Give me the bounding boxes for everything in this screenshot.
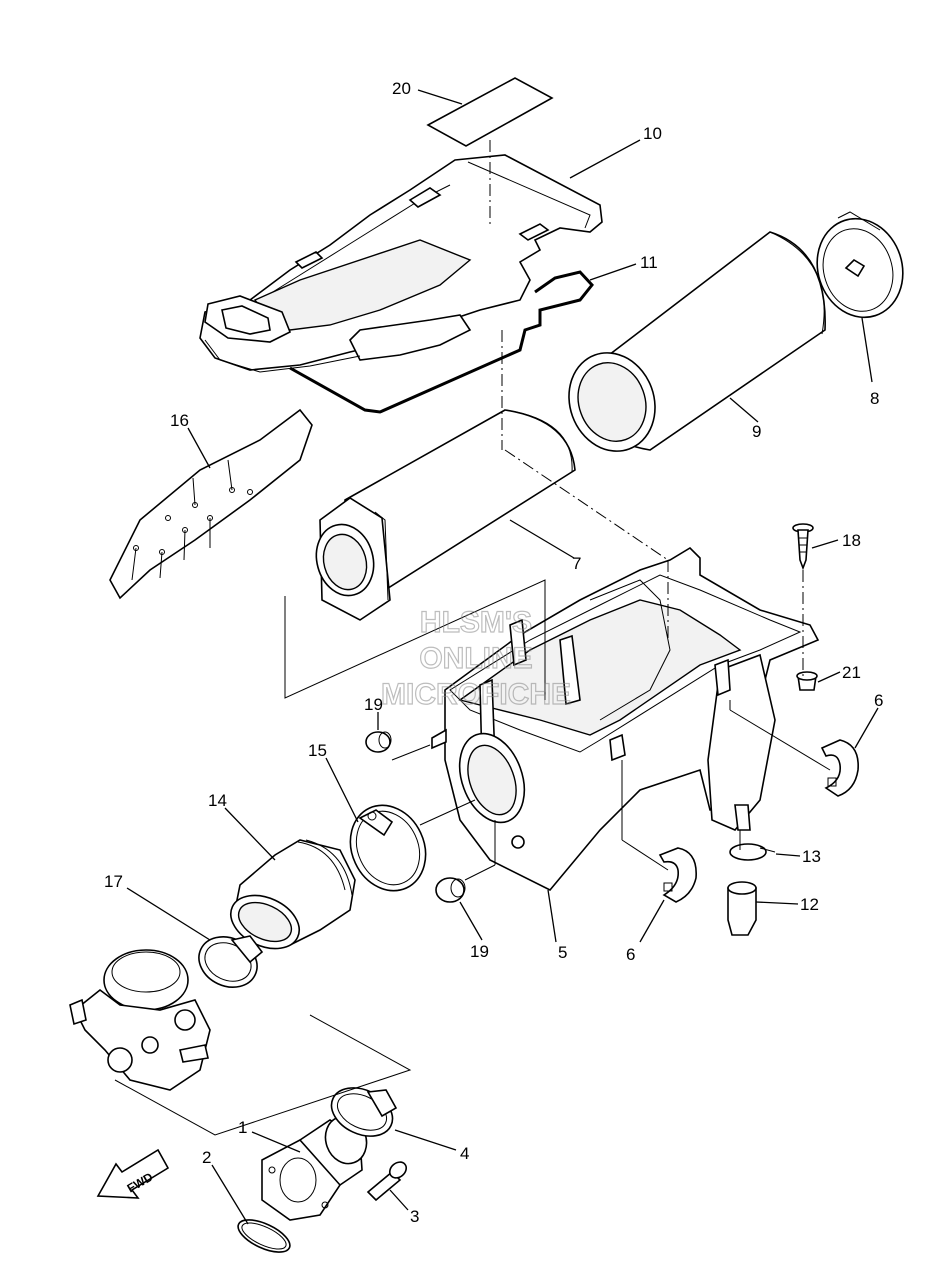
part-10-air-cleaner-cover[interactable] — [199, 154, 603, 373]
part-2-o-ring[interactable] — [234, 1213, 295, 1258]
label-11: 11 — [640, 253, 658, 272]
label-14: 14 — [208, 791, 227, 810]
label-1: 1 — [238, 1118, 247, 1137]
part-17-carb-clamp[interactable] — [191, 928, 266, 997]
part-4-manifold-clamp[interactable] — [324, 1079, 401, 1146]
part-6-clip-upper[interactable] — [820, 739, 859, 797]
leader-lines — [126, 89, 879, 1225]
assembly-lines — [114, 140, 831, 1136]
watermark-line-3: MICROFICHE — [381, 678, 571, 711]
label-15: 15 — [308, 741, 327, 760]
part-11-cover-gasket[interactable] — [289, 270, 594, 414]
part-19-grommet-upper[interactable] — [365, 731, 392, 753]
label-4: 4 — [460, 1144, 469, 1163]
watermark: HLSM'S ONLINE MICROFICHE — [380, 605, 571, 711]
label-10: 10 — [643, 124, 662, 143]
part-20-label-sticker[interactable] — [426, 77, 554, 147]
label-16: 16 — [170, 411, 189, 430]
fwd-direction-arrow: FWD — [96, 1148, 170, 1199]
part-8-filter-end-cap[interactable] — [805, 207, 916, 328]
label-2: 2 — [202, 1148, 211, 1167]
part-13-hose-clip[interactable] — [729, 843, 776, 861]
label-5: 5 — [558, 943, 567, 962]
label-19-lower: 19 — [470, 942, 489, 961]
label-18: 18 — [842, 531, 861, 550]
label-19-upper: 19 — [364, 695, 383, 714]
watermark-line-2: ONLINE — [419, 642, 532, 675]
part-16-sponge-seal[interactable] — [109, 408, 313, 600]
label-21: 21 — [842, 663, 861, 682]
label-9: 9 — [752, 422, 761, 441]
label-3: 3 — [410, 1207, 419, 1226]
part-21-grommet-nut[interactable] — [796, 671, 818, 691]
label-13: 13 — [802, 847, 821, 866]
watermark-line-1: HLSM'S — [420, 606, 532, 639]
label-12: 12 — [800, 895, 819, 914]
part-6-clip-lower[interactable] — [658, 847, 697, 903]
label-6-upper: 6 — [874, 691, 883, 710]
part-18-screw[interactable] — [792, 523, 814, 571]
label-17: 17 — [104, 872, 123, 891]
carburetor-reference — [69, 949, 211, 1091]
label-6-lower: 6 — [626, 945, 635, 964]
part-9-air-filter-element[interactable] — [555, 231, 826, 463]
part-5-air-cleaner-case[interactable] — [431, 546, 820, 891]
part-7-filter-guide[interactable] — [309, 409, 576, 621]
part-15-hose-clamp[interactable] — [337, 793, 439, 903]
label-20: 20 — [392, 79, 411, 98]
part-12-drain-hose[interactable] — [727, 881, 757, 936]
part-19-grommet-lower[interactable] — [435, 877, 466, 903]
label-7: 7 — [572, 554, 581, 573]
part-14-intake-joint[interactable] — [222, 839, 356, 959]
label-8: 8 — [870, 389, 879, 408]
part-3-bolt[interactable] — [366, 1159, 409, 1202]
part-number-labels: 20 10 11 8 9 16 7 18 21 6 19 15 14 17 13… — [104, 79, 883, 1226]
